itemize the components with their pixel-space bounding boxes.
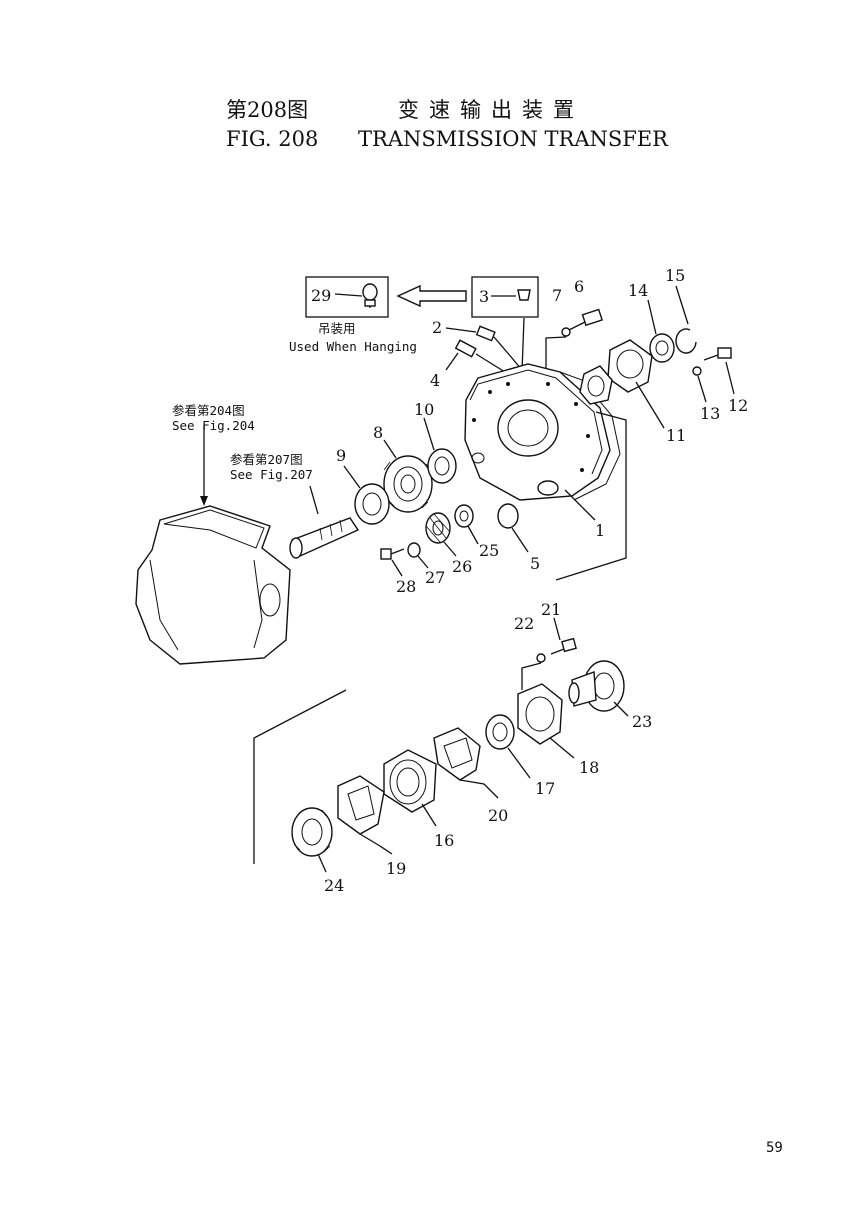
bolt-6-icon <box>566 308 603 332</box>
gasket-icon <box>579 365 613 405</box>
figure-number-cn: 第208图 <box>226 98 309 122</box>
part-label-11: 11 <box>666 426 686 445</box>
part-label-10: 10 <box>414 400 434 419</box>
part-label-3: 3 <box>479 287 489 306</box>
part-label-21: 21 <box>541 600 561 619</box>
arrow-left-icon <box>396 284 467 308</box>
bolt-21-icon <box>550 617 577 655</box>
part-label-16: 16 <box>434 831 454 850</box>
part-label-24: 24 <box>324 876 344 895</box>
page-number: 59 <box>766 1140 783 1156</box>
washer-22-icon <box>536 653 546 663</box>
output-shaft-icon <box>289 485 360 559</box>
bearing-24-icon <box>291 807 333 873</box>
part-label-23: 23 <box>632 712 652 731</box>
snap-ring-15-icon <box>675 285 697 354</box>
shim-20-icon <box>433 727 499 799</box>
part-label-27: 27 <box>425 568 445 587</box>
washer-7-icon <box>561 327 571 337</box>
seal-25-icon <box>454 504 479 545</box>
plug-icon <box>491 289 531 301</box>
bearing-17-icon <box>485 714 531 779</box>
washer-13-icon <box>692 366 702 376</box>
plug-4-icon <box>445 339 506 373</box>
shim-19-icon <box>337 775 393 855</box>
ref-fig204-en: See Fig.204 <box>172 418 255 433</box>
transfer-housing-icon <box>464 363 621 521</box>
part-label-12: 12 <box>728 396 748 415</box>
part-label-28: 28 <box>396 577 416 596</box>
figure-number-en: FIG. 208 <box>226 127 319 151</box>
part-label-26: 26 <box>452 557 472 576</box>
washer-27-icon <box>407 542 429 569</box>
bearing-10-icon <box>423 417 457 484</box>
ref-fig207-cn: 参看第207图 <box>230 452 303 467</box>
part-label-5: 5 <box>530 554 540 573</box>
part-label-6: 6 <box>574 277 584 296</box>
part-label-17: 17 <box>535 779 555 798</box>
ref-fig204-cn: 参看第204图 <box>172 403 245 418</box>
part-label-8: 8 <box>373 423 383 442</box>
part-label-9: 9 <box>336 446 346 465</box>
transmission-case-icon <box>135 425 291 665</box>
part-label-29: 29 <box>311 286 331 305</box>
part-label-19: 19 <box>386 859 406 878</box>
figure-title-cn: 变速输出装置 <box>398 98 584 122</box>
pinion-gear-23-icon <box>568 660 629 717</box>
gear-8-icon <box>383 439 433 513</box>
part-label-15: 15 <box>665 266 685 285</box>
o-ring-5-icon <box>497 503 529 553</box>
ref-fig207-en: See Fig.207 <box>230 467 313 482</box>
cage-16-icon <box>383 749 437 827</box>
part-label-1: 1 <box>595 521 605 540</box>
inset-box-3 <box>471 276 539 318</box>
figure-title-en: TRANSMISSION TRANSFER <box>358 127 668 151</box>
part-label-18: 18 <box>579 758 599 777</box>
part-label-25: 25 <box>479 541 499 560</box>
bolt-12-icon <box>703 347 735 395</box>
part-label-22: 22 <box>514 614 534 633</box>
inset-box-29 <box>305 276 389 318</box>
part-label-14: 14 <box>628 281 648 300</box>
part-label-4: 4 <box>430 371 440 390</box>
eye-bolt-icon <box>334 283 378 308</box>
seal-14-icon <box>647 299 675 363</box>
hanging-note-cn: 吊装用 <box>318 321 356 336</box>
part-label-13: 13 <box>700 404 720 423</box>
bearing-9-icon <box>343 465 390 525</box>
part-label-7: 7 <box>552 286 562 305</box>
hanging-note-en: Used When Hanging <box>289 339 417 354</box>
part-label-2: 2 <box>432 318 442 337</box>
cover-18-icon <box>517 683 575 759</box>
bolt-28-icon <box>380 548 405 577</box>
part-label-20: 20 <box>488 806 508 825</box>
bearing-26-icon <box>425 512 457 557</box>
